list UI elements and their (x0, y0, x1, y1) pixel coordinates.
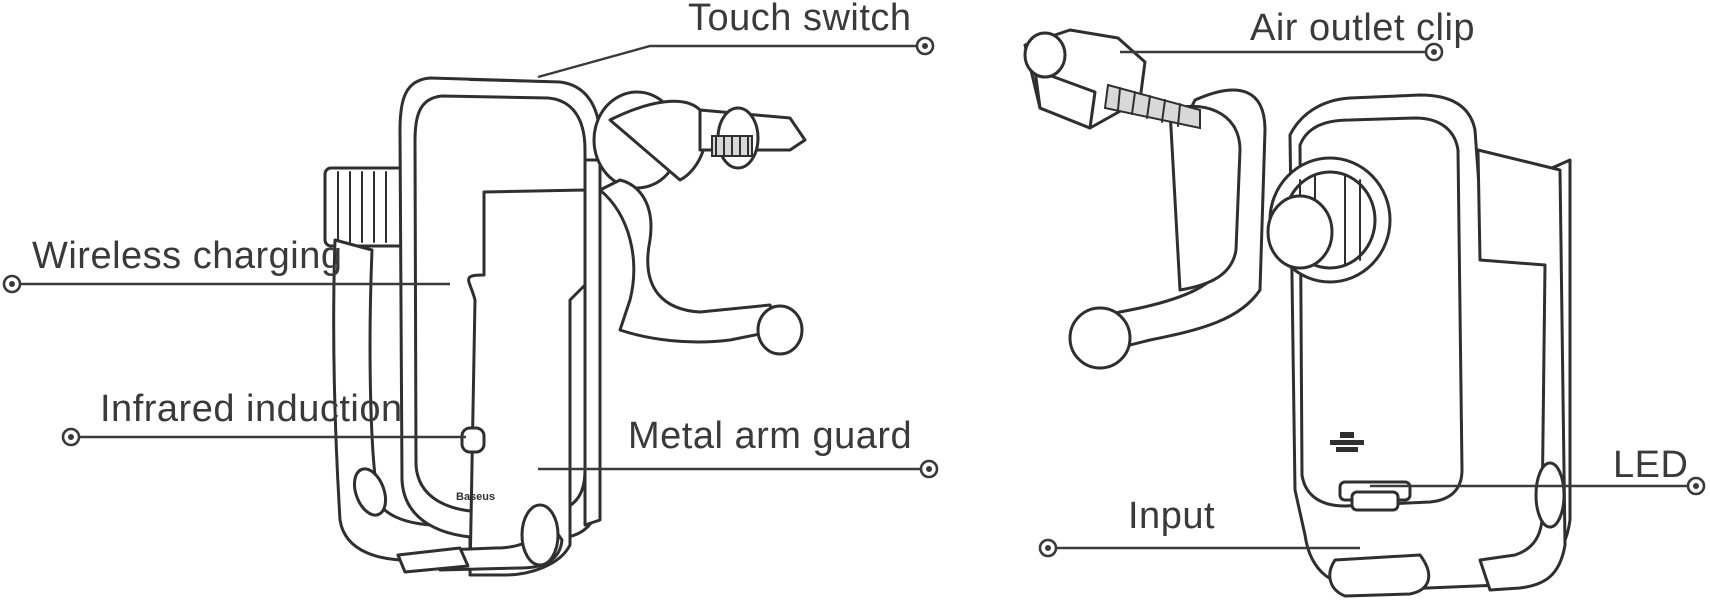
label-input: Input (1128, 495, 1215, 537)
air-outlet-clip (1023, 28, 1201, 130)
label-metal-arm-guard: Metal arm guard (628, 415, 912, 457)
input-port (1350, 490, 1400, 512)
phone-holder-rear-view (1023, 28, 1572, 598)
infrared-sensor (460, 426, 486, 454)
phone-holder-front-view: Baseus (323, 76, 807, 577)
callout-air-outlet-clip: Air outlet clip (1120, 7, 1475, 62)
callout-infrared-induction: Infrared induction (61, 388, 466, 447)
callout-input: Input (1038, 495, 1360, 558)
label-air-outlet-clip: Air outlet clip (1250, 7, 1475, 49)
label-touch-switch: Touch switch (688, 0, 912, 39)
callout-touch-switch: Touch switch (537, 0, 935, 79)
label-wireless-charging: Wireless charging (32, 235, 343, 277)
label-led: LED (1613, 444, 1688, 486)
callout-wireless-charging: Wireless charging (2, 235, 450, 294)
rear-ball-joint (1266, 156, 1392, 284)
brand-mark: Baseus (456, 491, 495, 503)
callout-metal-arm-guard: Metal arm guard (538, 415, 939, 479)
metal-arm-guard (467, 188, 587, 577)
vent-clip-front (698, 106, 807, 170)
callout-led: LED (1370, 444, 1706, 496)
label-infrared-induction: Infrared induction (100, 388, 403, 430)
clip-arm (1068, 88, 1267, 370)
rear-logo (1330, 432, 1364, 452)
